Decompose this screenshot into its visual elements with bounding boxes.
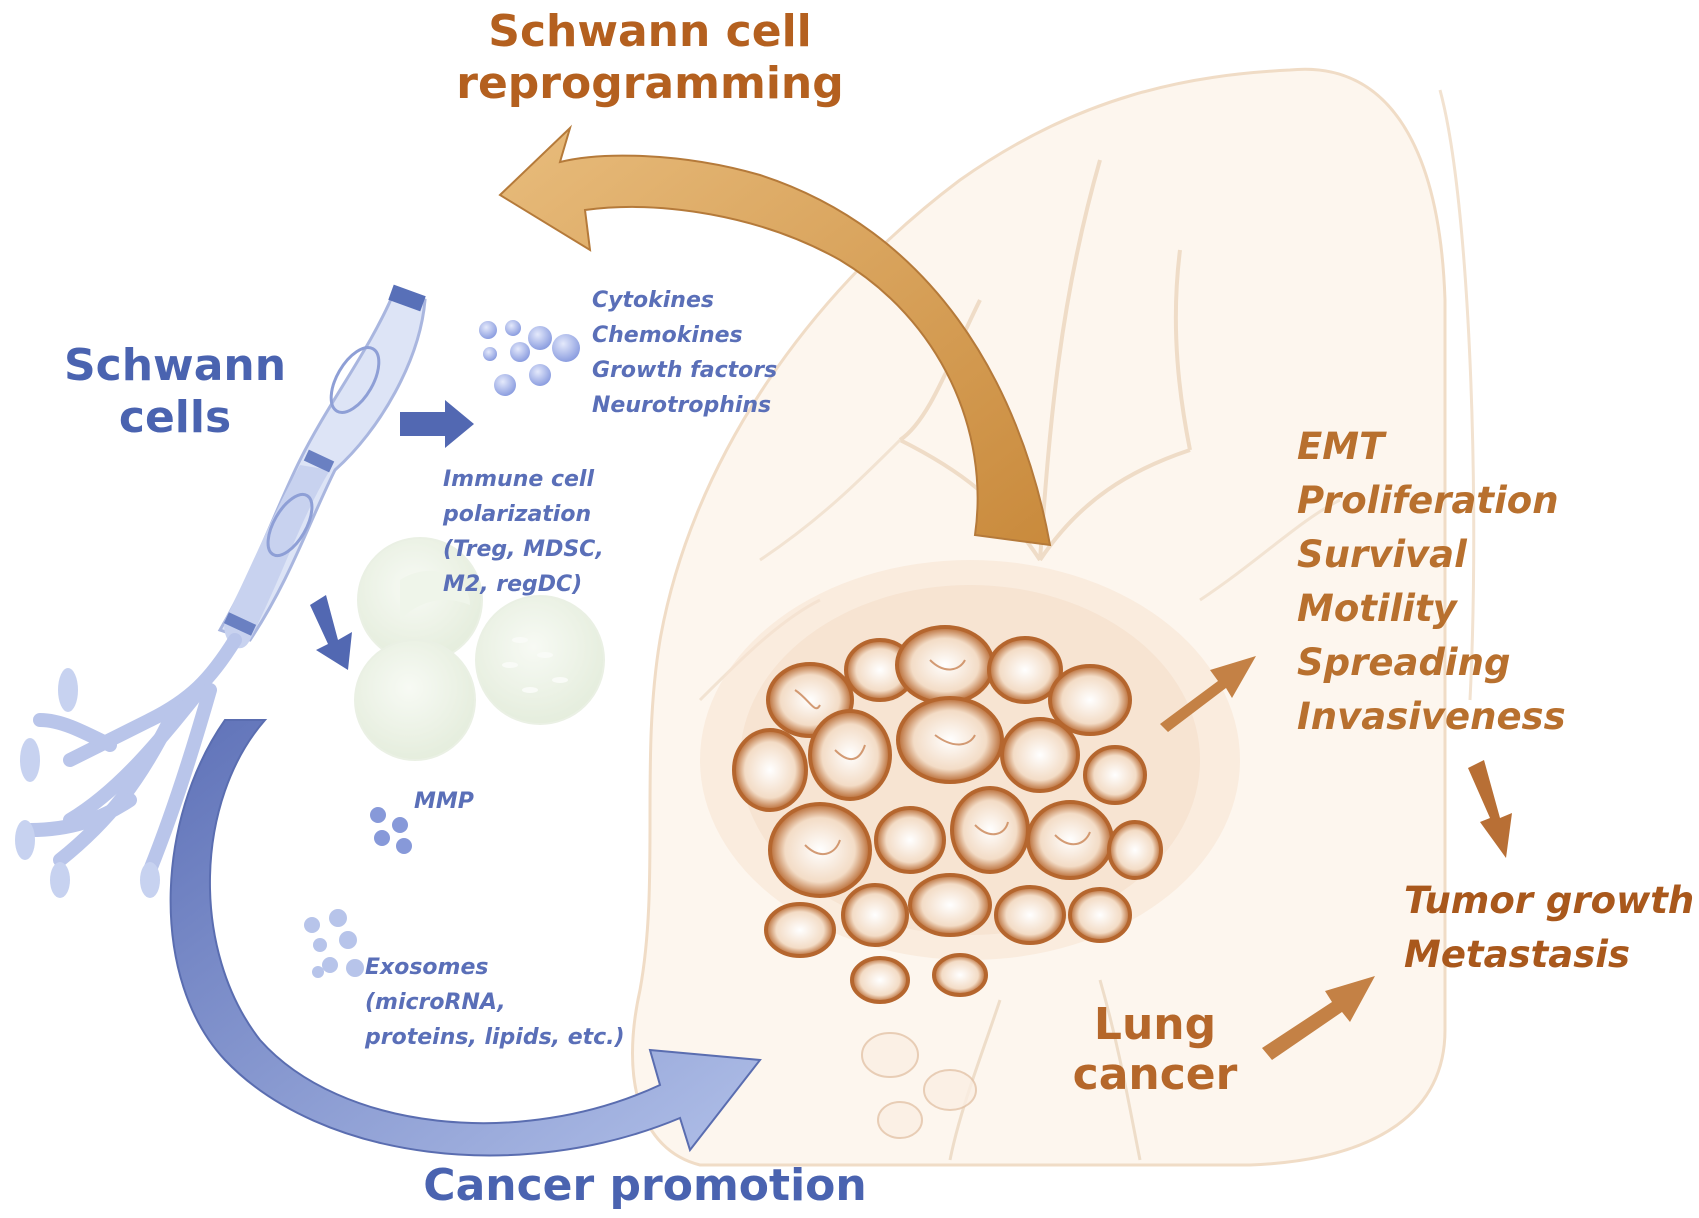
secreted-molecules-dots (479, 320, 580, 396)
secreted-item: Cytokines (592, 288, 714, 313)
cancer-promotion-arrow (169, 719, 762, 1157)
schwann-cells-label: Schwann cells (55, 340, 295, 444)
reprogramming-arrow (498, 124, 1052, 547)
lung-cancer-line-2: cancer (1072, 1049, 1238, 1100)
lung-cancer-line-1: Lung (1093, 999, 1217, 1050)
effect-item: Proliferation (1297, 479, 1559, 522)
secretion-arrow (400, 400, 474, 448)
reprogramming-line-1: Schwann cell (488, 6, 812, 57)
reprogramming-line-2: reprogramming (456, 58, 844, 109)
secreted-item: Growth factors (592, 358, 778, 383)
cancer-promotion-label: Cancer promotion (423, 1160, 867, 1211)
effect-item: EMT (1297, 425, 1385, 468)
lung-cancer-label: Lung cancer (1070, 1000, 1240, 1100)
schwann-cell-illustration (15, 284, 427, 898)
secreted-item: Chemokines (592, 323, 743, 348)
mmp-dots (370, 807, 412, 854)
immune-line: M2, regDC) (443, 572, 583, 597)
effect-item: Spreading (1297, 641, 1511, 684)
effect-item: Survival (1297, 533, 1467, 576)
outcomes-arrow-down (1468, 760, 1512, 858)
exosomes-label: Exosomes (microRNA, proteins, lipids, et… (365, 950, 625, 1055)
mmp-label: MMP (414, 789, 474, 814)
outcomes-list: Tumor growth Metastasis (1404, 874, 1694, 982)
reprogramming-title: Schwann cell reprogramming (440, 6, 860, 110)
exosomes-line: Exosomes (365, 955, 489, 980)
immune-cells-illustration (354, 537, 605, 761)
outcome-item: Metastasis (1404, 933, 1630, 976)
effects-list: EMT Proliferation Survival Motility Spre… (1297, 420, 1566, 744)
immune-arrow (310, 595, 352, 670)
effect-item: Motility (1297, 587, 1457, 630)
outcome-item: Tumor growth (1404, 879, 1695, 922)
secreted-item: Neurotrophins (592, 393, 772, 418)
secreted-factors-list: Cytokines Chemokines Growth factors Neur… (592, 283, 777, 423)
schwann-cells-line-1: Schwann (63, 340, 287, 391)
immune-polarization-label: Immune cell polarization (Treg, MDSC, M2… (443, 462, 604, 602)
schwann-cells-line-2: cells (118, 392, 232, 443)
outcomes-arrow-up (1262, 976, 1375, 1060)
effect-item: Invasiveness (1297, 695, 1566, 738)
immune-line: Immune cell (443, 467, 594, 492)
immune-line: polarization (443, 502, 592, 527)
exosomes-line: proteins, lipids, etc.) (365, 1025, 625, 1050)
immune-line: (Treg, MDSC, (443, 537, 604, 562)
effects-arrow (1160, 656, 1256, 732)
exosomes-line: (microRNA, (365, 990, 506, 1015)
tumor-cluster-illustration (700, 560, 1240, 1139)
exosome-particles (304, 909, 364, 978)
